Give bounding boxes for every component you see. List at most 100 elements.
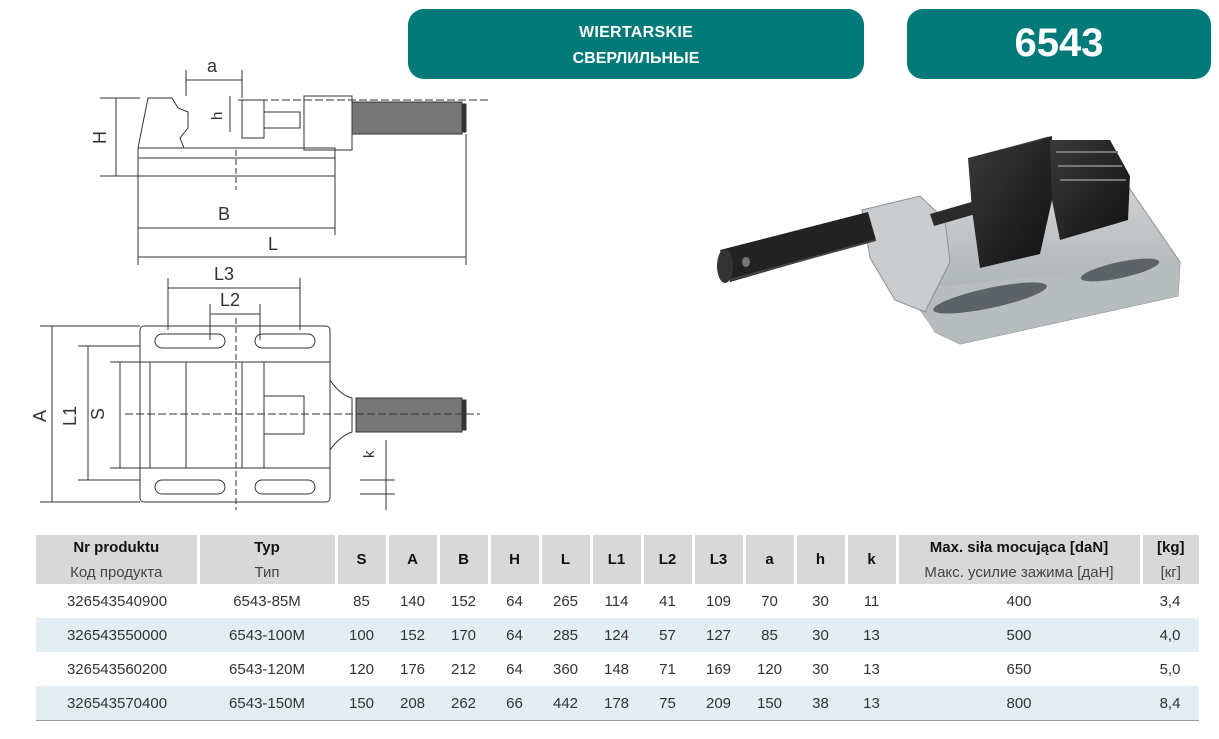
col-header-L2: L2 (640, 535, 693, 584)
cell-a: 70 (761, 592, 778, 610)
cell-k: 11 (863, 592, 880, 610)
col-header-a: a (742, 535, 795, 584)
cell-code: 326543550000 (36, 618, 198, 652)
col-header-L: L (538, 535, 591, 584)
cell-B: 262 (438, 686, 489, 721)
cell-H: 64 (506, 592, 523, 610)
table-row: 326543550000 6543-100M 100 152 170 64 28… (36, 618, 1199, 652)
cell-L: 360 (552, 660, 579, 678)
cell-L2: 71 (659, 660, 676, 678)
cell-L1: 124 (591, 618, 642, 652)
cell-L3: 209 (693, 686, 744, 721)
col-subheader-type: Тип (196, 560, 336, 584)
model-number-banner: 6543 (907, 9, 1211, 79)
col-header-h: h (793, 535, 846, 584)
label-L3: L3 (214, 264, 234, 284)
cell-B: 170 (438, 618, 489, 652)
cell-H: 66 (489, 686, 540, 721)
cell-a: 120 (756, 660, 783, 678)
cell-weight: 4,0 (1141, 618, 1199, 652)
cell-k: 13 (846, 686, 897, 721)
cell-type: 6543-85M (233, 592, 301, 610)
cell-force: 650 (1006, 660, 1032, 678)
cell-h: 38 (795, 686, 846, 721)
cell-type: 6543-150M (198, 686, 336, 721)
model-number: 6543 (1014, 21, 1104, 65)
cell-L3: 169 (705, 660, 732, 678)
cell-B: 212 (450, 660, 477, 678)
category-title-ru: СВЕРЛИЛЬНЫЕ (572, 50, 700, 67)
cell-force: 400 (1006, 592, 1032, 610)
label-a: a (207, 56, 218, 76)
cell-force: 500 (897, 618, 1141, 652)
label-L1: L1 (60, 406, 80, 426)
cell-h: 30 (812, 660, 829, 678)
col-header-k: k (844, 535, 897, 584)
cell-code: 326543560200 (66, 660, 168, 678)
col-header-A: A (385, 535, 438, 584)
cell-S: 120 (348, 660, 375, 678)
col-subheader-weight: [кг] (1139, 560, 1199, 584)
table-row: 326543570400 6543-150M 150 208 262 66 44… (36, 686, 1199, 721)
label-A: A (30, 410, 50, 422)
label-B: B (218, 204, 230, 224)
cell-force: 800 (897, 686, 1141, 721)
cell-type: 6543-100M (198, 618, 336, 652)
cell-L: 265 (552, 592, 579, 610)
category-banner: WIERTARSKIE СВЕРЛИЛЬНЫЕ (408, 9, 864, 79)
cell-L: 285 (540, 618, 591, 652)
label-L: L (268, 234, 278, 254)
cell-A: 140 (399, 592, 426, 610)
cell-L2: 41 (659, 592, 676, 610)
cell-H: 64 (489, 618, 540, 652)
cell-S: 150 (336, 686, 387, 721)
cell-code: 326543540900 (66, 592, 168, 610)
col-header-weight: [kg] (1139, 535, 1199, 560)
cell-L2: 57 (642, 618, 693, 652)
cell-S: 85 (353, 592, 370, 610)
cell-A: 152 (387, 618, 438, 652)
col-subheader-product: Код продукта (36, 560, 198, 584)
cell-a: 85 (744, 618, 795, 652)
col-header-product: Nr produktu (36, 535, 198, 560)
label-L2: L2 (220, 290, 240, 310)
cell-h: 30 (795, 618, 846, 652)
col-header-L1: L1 (589, 535, 642, 584)
col-header-S: S (334, 535, 387, 584)
technical-drawing: a h H B L L3 L2 A L1 S k (30, 56, 490, 510)
cell-S: 100 (336, 618, 387, 652)
cell-L2: 75 (642, 686, 693, 721)
cell-H: 64 (506, 660, 523, 678)
label-S: S (88, 408, 108, 420)
category-title-pl: WIERTARSKIE (578, 24, 694, 41)
cell-L1: 114 (604, 592, 629, 610)
cell-L1: 148 (603, 660, 630, 678)
cell-weight: 3,4 (1159, 592, 1181, 610)
label-k: k (361, 450, 378, 458)
cell-L1: 178 (591, 686, 642, 721)
cell-a: 150 (744, 686, 795, 721)
col-header-L3: L3 (691, 535, 744, 584)
top-view-drawing (40, 278, 480, 510)
product-image (717, 136, 1181, 345)
cell-B: 152 (450, 592, 477, 610)
cell-h: 30 (812, 592, 829, 610)
cell-k: 13 (846, 618, 897, 652)
cell-code: 326543570400 (36, 686, 198, 721)
label-H: H (90, 131, 110, 144)
label-h: h (209, 112, 226, 120)
cell-L3: 127 (693, 618, 744, 652)
cell-A: 208 (387, 686, 438, 721)
cell-k: 13 (863, 660, 880, 678)
side-view-drawing (100, 70, 490, 265)
table-row: 326543560200 6543-120M 120 176 212 64 36… (36, 652, 1199, 686)
cell-weight: 5,0 (1159, 660, 1181, 678)
col-header-B: B (436, 535, 489, 584)
col-header-H: H (487, 535, 540, 584)
cell-A: 176 (399, 660, 426, 678)
cell-type: 6543-120M (229, 660, 305, 678)
col-header-force: Max. siła mocująca [daN] (895, 535, 1141, 560)
col-header-type: Typ (196, 535, 336, 560)
table-row: 326543540900 6543-85M 85 140 152 64 265 … (36, 584, 1199, 618)
col-subheader-force: Макс. усилие зажима [даН] (895, 560, 1141, 584)
